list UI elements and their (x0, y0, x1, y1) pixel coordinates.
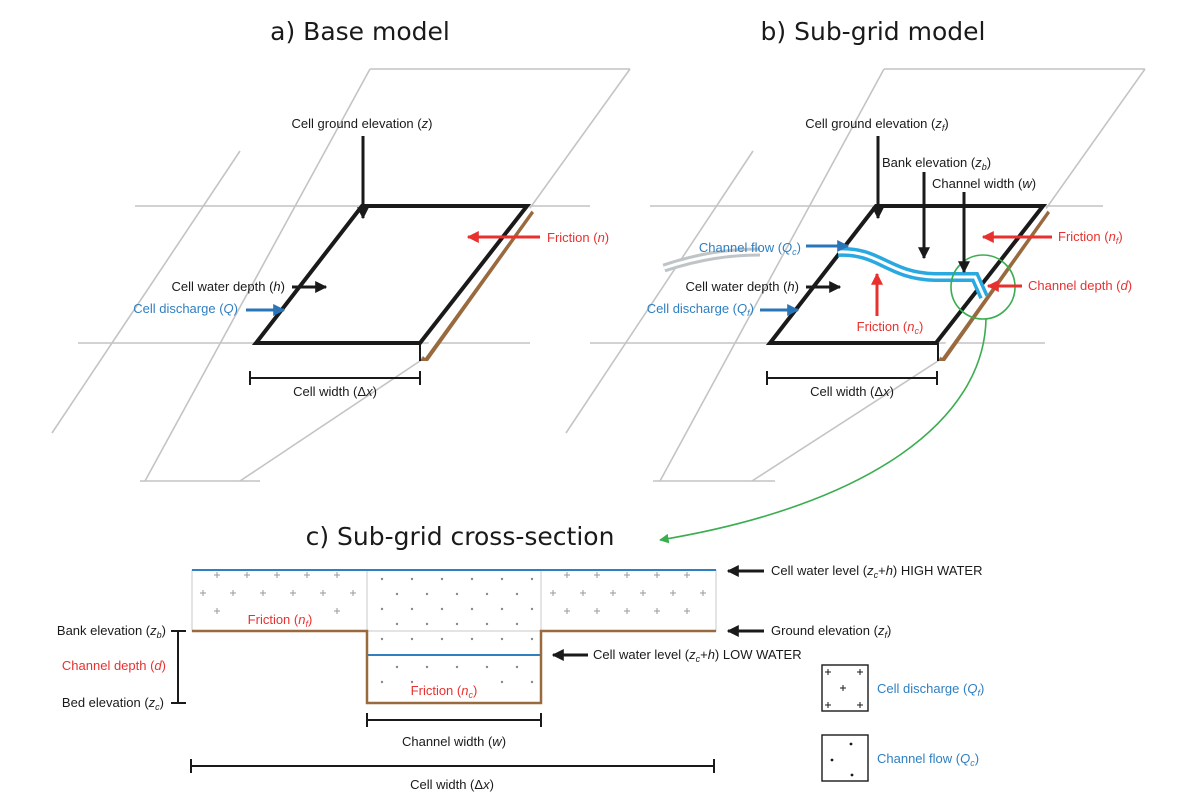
channel-width-label: Channel width (w) (932, 176, 1036, 191)
legend-discharge-swatch (821, 664, 869, 712)
water-depth-label: Cell water depth (h) (686, 279, 799, 294)
cell-width-label: Cell width (Δx) (810, 384, 894, 399)
low-water-label: Cell water level (zc+h) LOW WATER (593, 647, 802, 664)
cell-width-label: Cell width (Δx) (293, 384, 377, 399)
water-depth-label: Cell water depth (h) (172, 279, 285, 294)
floodplain-plus-markers (200, 572, 706, 614)
ground-elevation-label: Cell ground elevation (zf) (805, 116, 948, 133)
ground-elevation-label: Ground elevation (zf) (771, 623, 891, 640)
sub-grid-channel (662, 246, 989, 300)
panel-a-title: a) Base model (270, 17, 450, 46)
friction-channel-label: Friction (nc) (857, 319, 924, 336)
panel-c-title: c) Sub-grid cross-section (306, 522, 615, 551)
friction-channel-label: Friction (nc) (411, 683, 478, 700)
cell-width-label: Cell width (Δx) (410, 777, 494, 792)
zoom-link-arrow (659, 318, 987, 544)
channel-flow-label: Channel flow (Qc) (699, 240, 801, 257)
channel-width-dimension (366, 713, 542, 727)
friction-label: Friction (n) (547, 230, 609, 245)
bed-elevation-label: Bed elevation (zc) (62, 695, 164, 712)
friction-floodplain-label: Friction (nf) (1058, 229, 1123, 246)
ground-elevation-label: Cell ground elevation (z) (292, 116, 433, 131)
channel-dot-markers (380, 577, 534, 684)
channel-width-label: Channel width (w) (402, 734, 506, 749)
discharge-label: Cell discharge (Qf) (647, 301, 754, 318)
friction-floodplain-label: Friction (nf) (248, 612, 313, 629)
panel-b: b) Sub-grid model Cell ground eleva (565, 17, 1146, 544)
legend-discharge-label: Cell discharge (Qf) (877, 681, 984, 698)
high-water-label: Cell water level (zc+h) HIGH WATER (771, 563, 982, 580)
channel-depth-label: Channel depth (d) (62, 658, 166, 673)
cell-width-dimension (249, 371, 421, 385)
discharge-label: Cell discharge (Q) (133, 301, 238, 316)
panel-a: a) Base model Cell ground elevation (z) … (51, 17, 631, 482)
bank-elevation-label: Bank elevation (zb) (57, 623, 166, 640)
legend-flow-label: Channel flow (Qc) (877, 751, 979, 768)
legend: Cell discharge (Qf) Channel flow (Qc) (821, 664, 984, 782)
cell-box (251, 204, 534, 361)
channel-depth-label: Channel depth (d) (1028, 278, 1132, 293)
panel-b-title: b) Sub-grid model (761, 17, 986, 46)
terrain-profile (192, 629, 716, 705)
channel-depth-bracket (171, 630, 186, 704)
cell-width-dimension (766, 371, 938, 385)
cell-width-dimension (190, 759, 715, 773)
bank-elevation-label: Bank elevation (zb) (882, 155, 991, 172)
cross-section-water (191, 569, 717, 705)
legend-flow-swatch (821, 734, 869, 782)
panel-c: c) Sub-grid cross-section Friction (57, 522, 984, 792)
cell-box (765, 204, 1050, 361)
